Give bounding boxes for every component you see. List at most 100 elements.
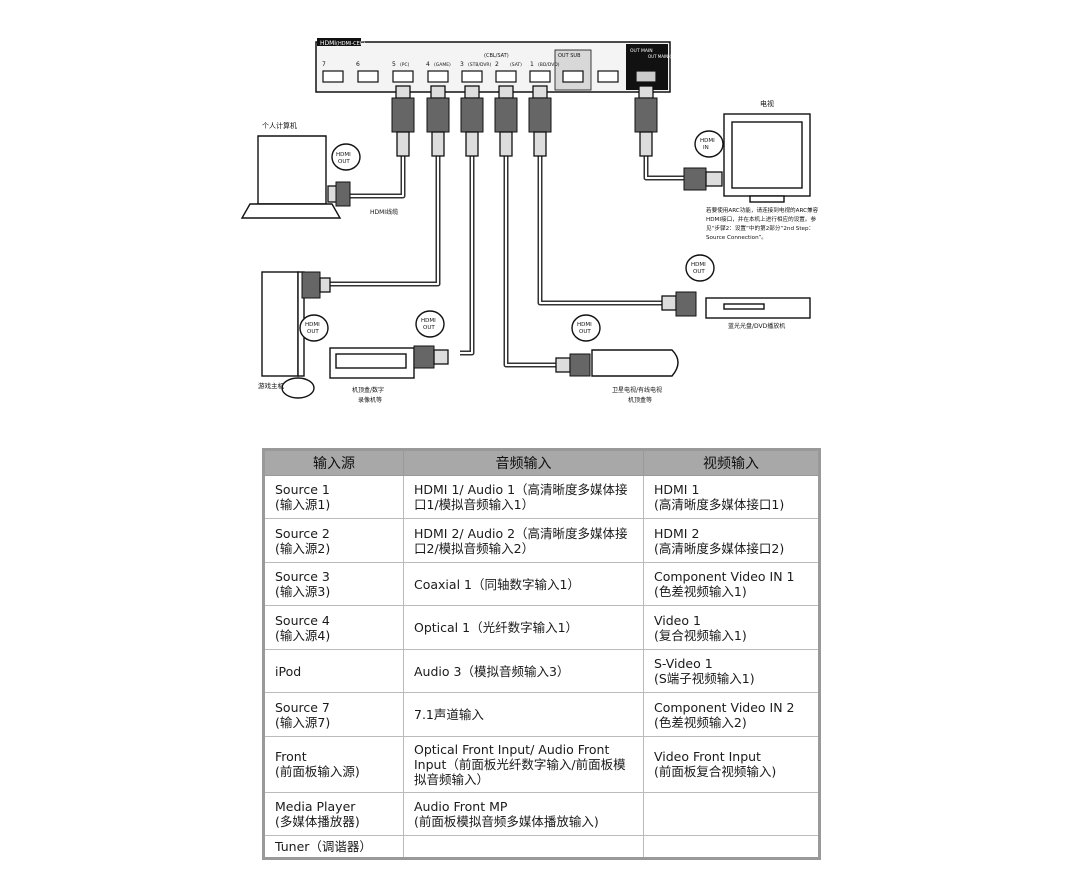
sat-hdmi-out: HDMI [577,322,592,328]
audio-cell-line: Input（前面板光纤数字输入/前面板模 [414,756,626,772]
source-cell: iPod [263,648,404,694]
table-row: Source 4(输入源4) Optical 1（光纤数字输入1） Video 1 (… [263,605,820,650]
game-hdmi-out2: OUT [307,329,319,335]
header-input-source: 输入源 [263,449,404,476]
port-label-pc: (PC) [400,62,410,68]
audio-cell: HDMI 1/ Audio 1（高清晰度多媒体接口1/模拟音频输入1） [403,474,644,520]
source-cell: Source 1(输入源1) [263,474,404,520]
audio-cell-line: 口2/模拟音频输入2） [414,540,535,556]
source-cell-line: (输入源2) [275,540,331,556]
audio-cell-line: 口1/模拟音频输入1） [414,497,535,513]
label-out-sub: OUT SUB [558,53,581,59]
audio-cell [403,835,644,859]
port-label-6: 6 [356,61,360,68]
audio-cell-line: 拟音频输入） [414,771,490,787]
video-cell: S-Video 1(S端子视频输入1) [643,648,820,694]
sat-hdmi-out2: OUT [579,329,591,335]
satellite-box-device: HDMI OUT 卫星电视/有线电视 机顶盒等 [555,314,679,404]
table-row: Source 3(输入源3) Coaxial 1（同轴数字输入1） Componen… [263,561,820,607]
tv-hdmi-in: HDMI [700,138,715,144]
video-cell: Component Video IN 2(色差视频输入2) [643,692,820,737]
table-row: Front(前面板输入源)Optical Front Input/ Audio … [263,735,820,793]
bd-hdmi-out: HDMI [691,262,706,268]
stb-label: 机顶盒/数字 [352,386,384,394]
audio-cell-line: Audio Front MP [414,798,508,814]
video-cell-line: (前面板复合视频输入) [654,764,777,780]
table-row: Source 7(输入源7) 7.1声道输入 Component Video IN … [263,692,820,737]
hdmi-port-row [322,70,657,83]
source-cell-line: (输入源3) [275,584,331,600]
port-label-1: 1 [530,61,534,68]
audio-cell-line: Optical Front Input/ Audio Front [414,741,610,757]
source-cell: Media Player(多媒体播放器) [263,791,404,837]
video-cell-line: Video 1 [654,612,701,628]
source-cell: Tuner（调谐器） [263,835,404,859]
video-cell: HDMI 2(高清晰度多媒体接口2) [643,518,820,563]
hdmi-connection-diagram: HDMI (HDMI-CEC) (CBL/SAT) OUT SUB OUT MA… [240,38,819,404]
sat-label-2: 机顶盒等 [628,396,652,404]
panel-subtitle: (HDMI-CEC) [336,41,365,47]
label-out-main: OUT MAIN [630,48,653,54]
audio-cell-line: Optical 1（光纤数字输入1） [414,620,579,636]
source-cell-line: (多媒体播放器) [275,813,360,829]
hdmi-cables [324,156,686,368]
port-label-2: 2 [495,61,499,68]
audio-cell: HDMI 2/ Audio 2（高清晰度多媒体接口2/模拟音频输入2） [403,518,644,563]
stb-hdmi-out: HDMI [421,318,436,324]
audio-cell-line: Coaxial 1（同轴数字输入1） [414,576,580,592]
video-cell [643,835,820,859]
source-cell-line: (输入源4) [275,627,331,643]
port-label-sat: (SAT) [510,62,522,68]
source-cell-line: Tuner（调谐器） [275,839,372,855]
game-label: 游戏主机 [258,381,285,390]
tv-note-3: 见“步骤2：设置”中的第2部分“2nd Step： [706,224,814,232]
label-out-main-arc: OUT MAIN (ARC) [648,54,681,59]
pc-label: 个人计算机 [262,121,297,130]
label-cbl-sat: (CBL/SAT) [484,53,509,59]
source-cell-line: (输入源1) [275,497,331,513]
port-label-4: 4 [426,61,430,68]
header-video-input: 视频输入 [643,449,820,476]
source-cell: Source 2(输入源2) [263,518,404,563]
video-cell-line: Component Video IN 1 [654,569,795,585]
video-cell [643,791,820,837]
bd-label: 蓝光光盘/DVD播放机 [728,322,785,330]
source-cell: Source 3(输入源3) [263,561,404,607]
source-cell-line: (输入源7) [275,714,331,730]
table-row: Media Player(多媒体播放器)Audio Front MP(前面板模拟… [263,791,820,837]
stb-hdmi-out2: OUT [423,325,435,331]
game-hdmi-out: HDMI [305,322,320,328]
port-label-7: 7 [322,61,326,68]
source-cell-line: Source 1 [275,482,330,498]
source-cell-line: Source 7 [275,699,330,715]
video-cell-line: S-Video 1 [654,656,713,672]
audio-cell: Audio Front MP(前面板模拟音频多媒体播放输入) [403,791,644,837]
video-cell-line: Component Video IN 2 [654,699,795,715]
audio-cell: Coaxial 1（同轴数字输入1） [403,561,644,607]
port-label-5: 5 [392,61,396,68]
video-cell: Video Front Input(前面板复合视频输入) [643,735,820,793]
header-audio-input: 音频输入 [403,449,644,476]
video-cell-line: (高清晰度多媒体接口1) [654,497,785,513]
port-label-3: 3 [460,61,464,68]
source-cell: Front(前面板输入源) [263,735,404,793]
source-cell: Source 4(输入源4) [263,605,404,650]
input-source-table-container: 输入源 音频输入 视频输入 Source 1(输入源1)HDMI 1/ Audi… [262,448,821,860]
table-row: Tuner（调谐器） [263,835,820,859]
stb-label-2: 录像机等 [358,396,382,404]
tv-label: 电视 [760,99,774,108]
port-label-stb: (STB/DVR) [468,62,492,68]
table-row: Source 1(输入源1)HDMI 1/ Audio 1（高清晰度多媒体接口1… [263,474,820,520]
audio-cell-line: 7.1声道输入 [414,707,484,723]
stb-device: HDMI OUT 机顶盒/数字 录像机等 [329,310,449,404]
input-source-table: 输入源 音频输入 视频输入 Source 1(输入源1)HDMI 1/ Audi… [262,448,821,860]
game-console-device: HDMI OUT 游戏主机 [258,271,331,399]
panel-title: HDMI [320,40,336,47]
video-cell: Component Video IN 1(色差视频输入1) [643,561,820,607]
cable-label: HDMI线缆 [370,208,398,216]
tv-note-4: Source Connection”。 [706,235,767,241]
video-cell-line: HDMI 1 [654,482,700,498]
source-cell-line: (前面板输入源) [275,764,360,780]
